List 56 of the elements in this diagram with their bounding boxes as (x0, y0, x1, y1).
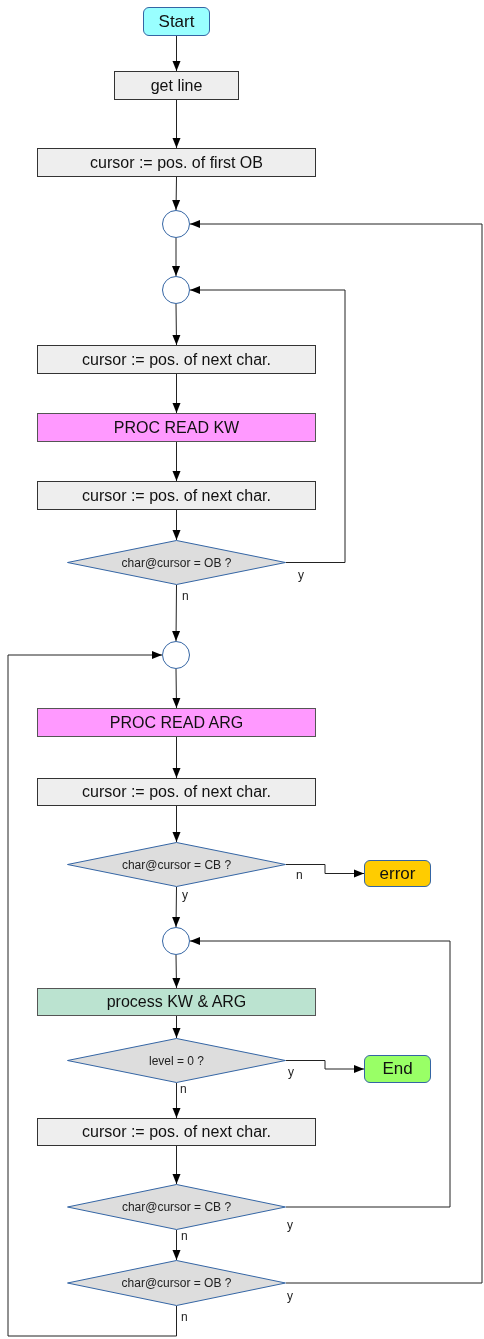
process-box: cursor := pos. of first OB (37, 148, 316, 177)
edge-label: n (181, 1311, 188, 1323)
process-box: cursor := pos. of next char. (37, 1118, 316, 1146)
edge-label: y (287, 1219, 293, 1231)
procedure-box: PROC READ ARG (37, 708, 316, 737)
arrow (172, 237, 180, 277)
arrow (172, 509, 181, 541)
arrow (172, 1145, 181, 1185)
decision-diamond (67, 1038, 286, 1083)
arrow (172, 668, 181, 709)
end-terminal: End (364, 1055, 431, 1083)
edge-label: y (298, 569, 304, 581)
decision-diamond (67, 1184, 286, 1230)
arrow (172, 1015, 181, 1039)
arrow (172, 176, 181, 211)
condition-text: char@cursor = OB ? (121, 554, 232, 572)
arrow (172, 1082, 181, 1119)
arrow (172, 441, 181, 482)
process-box: cursor := pos. of next char. (37, 481, 316, 510)
edge-label: y (288, 1066, 294, 1078)
arrow (172, 805, 181, 843)
condition-text: level = 0 ? (148, 1052, 204, 1070)
edge-label: y (287, 1290, 293, 1302)
arrow (172, 373, 181, 414)
arrow (7, 651, 177, 1337)
arrow (172, 954, 181, 989)
edge-label: n (181, 1230, 188, 1242)
edge-label: n (182, 590, 189, 602)
decision-diamond (67, 1260, 286, 1306)
arrow (189, 286, 346, 563)
process-box: cursor := pos. of next char. (37, 778, 316, 806)
arrow (189, 937, 451, 1208)
decision-diamond (67, 540, 286, 585)
arrow (172, 886, 181, 928)
arrow (172, 736, 181, 779)
process-box: cursor := pos. of next char. (37, 345, 316, 374)
edge-label: n (296, 869, 303, 881)
arrow (172, 99, 181, 149)
arrow (172, 303, 181, 346)
condition-text: char@cursor = OB ? (121, 1275, 232, 1292)
condition-text: char@cursor = CB ? (121, 856, 232, 874)
arrow (172, 584, 181, 642)
condition-text: char@cursor = CB ? (121, 1199, 232, 1216)
edge-label: y (182, 889, 188, 901)
arrow (172, 1229, 181, 1261)
decision-diamond (67, 842, 286, 887)
process-box: get line (114, 71, 239, 100)
arrow (285, 864, 365, 878)
process-box: process KW & ARG (37, 988, 316, 1016)
edge-label: n (180, 1083, 187, 1095)
start-terminal: Start (143, 7, 210, 36)
arrow (172, 35, 181, 72)
arrow (285, 1060, 365, 1073)
terminal-box: error (364, 860, 431, 887)
procedure-box: PROC READ KW (37, 413, 316, 442)
arrow (189, 220, 483, 1284)
